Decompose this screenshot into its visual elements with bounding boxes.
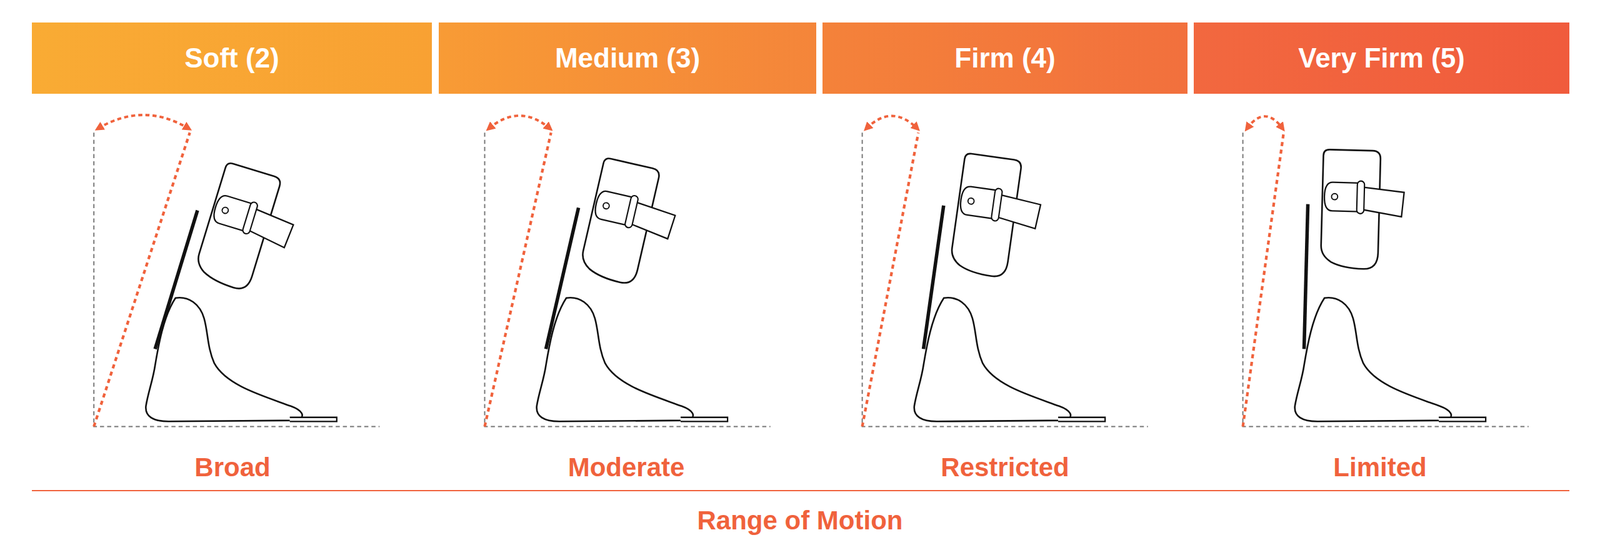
stiffness-label: Firm (4) [954, 42, 1055, 74]
range-arrow [1246, 116, 1283, 129]
d-ring [624, 195, 639, 229]
range-ray [485, 132, 552, 427]
foot-plate [680, 417, 728, 422]
reference-line [1243, 132, 1529, 427]
brace-strut [923, 205, 944, 350]
range-arrow [488, 115, 550, 129]
axis-rule [31, 490, 1570, 492]
brace-strut [155, 210, 198, 350]
strap [996, 195, 1042, 229]
rivet [602, 201, 610, 210]
range-ray [862, 132, 919, 427]
range-arrow [866, 116, 918, 129]
brace [545, 154, 685, 371]
foot-outline [145, 297, 302, 422]
brace-figure [1243, 116, 1529, 427]
strap [630, 202, 677, 240]
range-arrow [98, 115, 189, 129]
brace [923, 150, 1047, 362]
brace-figure [93, 115, 380, 427]
range-ray [1243, 132, 1284, 427]
foot-outline [914, 297, 1071, 422]
rivet [221, 206, 229, 214]
brace-strut [1304, 204, 1309, 350]
d-ring [241, 201, 259, 235]
stiffness-band: Firm (4) [822, 22, 1188, 94]
foot-plate [290, 417, 337, 422]
foot-plate [1438, 417, 1486, 422]
stiffness-label: Very Firm (5) [1298, 42, 1465, 74]
axis-title: Range of Motion [697, 505, 904, 536]
range-label: Limited [1333, 452, 1427, 483]
foot-outline [1295, 297, 1452, 422]
d-ring [1356, 180, 1365, 214]
brace [155, 157, 305, 377]
range-label: Broad [194, 452, 270, 483]
brace-figure [862, 116, 1149, 427]
strap-tab [1323, 181, 1360, 212]
rivet [967, 197, 975, 205]
reference-line [485, 132, 771, 427]
foot-outline [536, 297, 694, 422]
strap [1362, 187, 1404, 217]
brace [1304, 148, 1406, 352]
rivet [1331, 193, 1338, 200]
stiffness-label: Medium (3) [555, 42, 700, 74]
d-ring [991, 188, 1004, 222]
stiffness-label: Soft (2) [184, 42, 280, 74]
brace-strut [545, 207, 579, 349]
range-label: Moderate [568, 452, 685, 483]
stiffness-band: Medium (3) [438, 22, 817, 94]
reference-line [93, 132, 380, 427]
brace-figure [485, 115, 771, 427]
range-label: Restricted [940, 452, 1069, 483]
foot-plate [1058, 417, 1105, 422]
reference-line [862, 132, 1149, 427]
stiffness-band: Very Firm (5) [1193, 22, 1570, 94]
stiffness-band: Soft (2) [31, 22, 432, 94]
